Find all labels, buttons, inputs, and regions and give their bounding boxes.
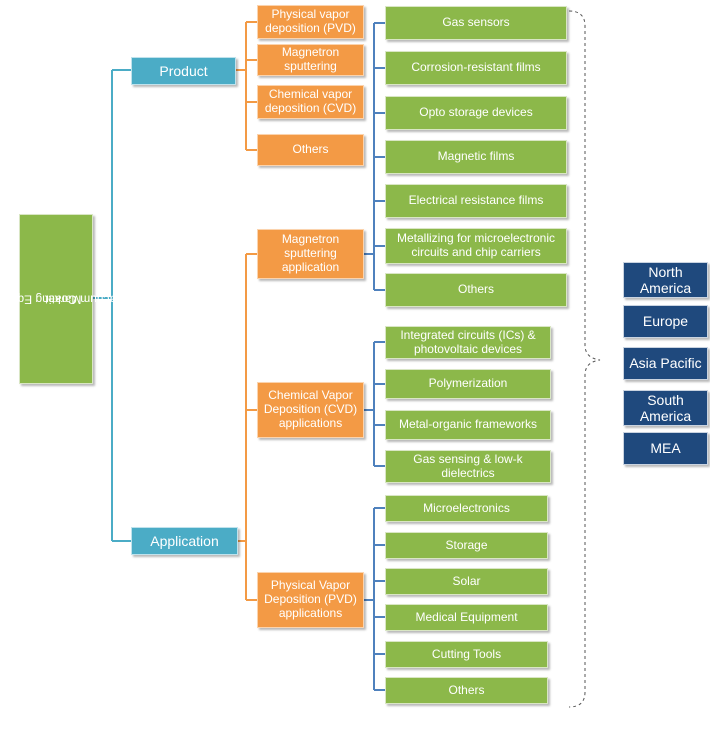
product-type-pvd: Physical vapor deposition (PVD) — [257, 5, 364, 39]
magnetron-item: Others — [385, 273, 567, 307]
region-europe: Europe — [623, 305, 708, 338]
magnetron-item: Electrical resistance films — [385, 184, 567, 218]
cvd-connectors — [364, 341, 385, 467]
pvd-connectors — [364, 507, 385, 691]
application-type-cvd: Chemical Vapor Deposition (CVD) applicat… — [257, 382, 364, 438]
cvd-item: Integrated circuits (ICs) & photovoltaic… — [385, 326, 551, 359]
root-label-line2: Market — [44, 292, 82, 307]
pvd-item: Storage — [385, 532, 548, 559]
magnetron-item: Magnetic films — [385, 140, 567, 174]
magnetron-connectors — [364, 22, 385, 291]
product-type-others: Others — [257, 134, 364, 166]
segment-product: Product — [131, 57, 236, 85]
region-mea: MEA — [623, 432, 708, 465]
cvd-item: Metal-organic frameworks — [385, 410, 551, 440]
pvd-item: Others — [385, 677, 548, 704]
pvd-item: Microelectronics — [385, 495, 548, 522]
pvd-item: Cutting Tools — [385, 641, 548, 668]
product-type-cvd: Chemical vapor deposition (CVD) — [257, 85, 364, 119]
root-connectors — [93, 69, 131, 542]
application-type-magnetron: Magnetron sputtering application — [257, 229, 364, 279]
root-market-node: Vacuum Coating Equipment Market — [0, 214, 123, 384]
cvd-item: Gas sensing & low-k dielectrics — [385, 450, 551, 483]
magnetron-item: Opto storage devices — [385, 96, 567, 130]
region-north-america: North America — [623, 262, 708, 298]
cvd-item: Polymerization — [385, 369, 551, 399]
product-type-magnetron: Magnetron sputtering — [257, 44, 364, 76]
magnetron-item: Corrosion-resistant films — [385, 51, 567, 85]
region-asia-pacific: Asia Pacific — [623, 347, 708, 380]
root-label: Vacuum Coating Equipment Market — [0, 225, 123, 374]
region-south-america: South America — [623, 390, 708, 426]
product-connectors — [236, 21, 257, 151]
application-type-pvd: Physical Vapor Deposition (PVD) applicat… — [257, 572, 364, 628]
magnetron-item: Gas sensors — [385, 6, 567, 40]
region-bracket — [568, 10, 601, 708]
pvd-item: Solar — [385, 568, 548, 595]
application-connectors — [238, 253, 257, 601]
pvd-item: Medical Equipment — [385, 604, 548, 631]
segment-application: Application — [131, 527, 238, 555]
magnetron-item: Metallizing for microelectronic circuits… — [385, 228, 567, 264]
